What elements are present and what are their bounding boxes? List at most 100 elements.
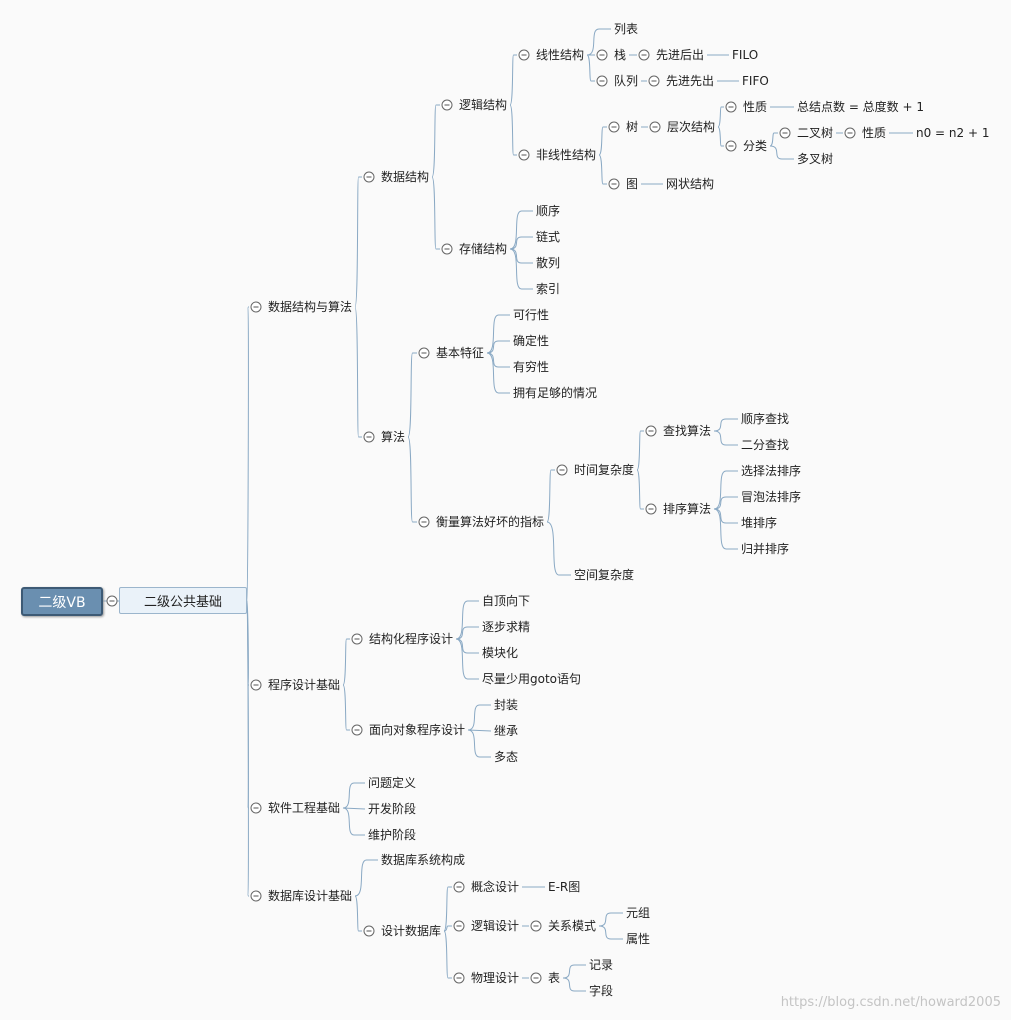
node-index[interactable]: 索引 [536, 282, 561, 296]
node-problem[interactable]: 问题定义 [368, 776, 417, 790]
node-oop[interactable]: 面向对象程序设计 [369, 723, 466, 737]
node-hash[interactable]: 散列 [536, 256, 561, 270]
collapse-toggle-icon[interactable] [453, 920, 465, 932]
node-definite[interactable]: 确定性 [513, 334, 550, 348]
node-measure[interactable]: 衡量算法好坏的指标 [436, 515, 545, 529]
node-prop[interactable]: 性质 [743, 100, 768, 114]
node-formula[interactable]: n0 = n2 + 1 [916, 126, 990, 140]
collapse-toggle-icon[interactable] [645, 425, 657, 437]
node-modular[interactable]: 模块化 [482, 646, 519, 660]
collapse-toggle-icon[interactable] [725, 101, 737, 113]
node-algo[interactable]: 算法 [381, 430, 406, 444]
main-topic-node[interactable]: 二级公共基础 [119, 587, 247, 614]
node-sort[interactable]: 排序算法 [663, 502, 712, 516]
collapse-toggle-icon[interactable] [250, 679, 262, 691]
collapse-toggle-icon[interactable] [418, 347, 430, 359]
node-stack_rule[interactable]: 先进后出 [656, 48, 705, 62]
root-node[interactable]: 二级VB [21, 587, 103, 616]
node-seq[interactable]: 顺序 [536, 204, 561, 218]
node-stack[interactable]: 栈 [614, 48, 627, 62]
node-relation[interactable]: 关系模式 [548, 919, 597, 933]
node-inherit[interactable]: 继承 [494, 724, 519, 738]
collapse-toggle-icon[interactable] [518, 49, 530, 61]
collapse-toggle-icon[interactable] [648, 75, 660, 87]
node-class[interactable]: 分类 [743, 139, 768, 153]
node-space[interactable]: 空间复杂度 [574, 568, 635, 582]
collapse-toggle-icon[interactable] [608, 178, 620, 190]
node-se[interactable]: 软件工程基础 [268, 801, 341, 815]
node-merge[interactable]: 归并排序 [741, 542, 790, 556]
node-binary[interactable]: 二叉树 [797, 126, 834, 140]
node-list[interactable]: 列表 [614, 22, 639, 36]
collapse-toggle-icon[interactable] [779, 127, 791, 139]
collapse-toggle-icon[interactable] [638, 49, 650, 61]
collapse-toggle-icon[interactable] [441, 99, 453, 111]
node-concept[interactable]: 概念设计 [471, 880, 520, 894]
collapse-toggle-icon[interactable] [518, 149, 530, 161]
node-prog[interactable]: 程序设计基础 [268, 678, 341, 692]
node-nonlinear[interactable]: 非线性结构 [536, 148, 597, 162]
node-poly[interactable]: 多态 [494, 750, 519, 764]
node-phys[interactable]: 物理设计 [471, 971, 520, 985]
node-tree[interactable]: 树 [626, 120, 639, 134]
node-encap[interactable]: 封装 [494, 698, 519, 712]
collapse-toggle-icon[interactable] [250, 301, 262, 313]
node-maint[interactable]: 维护阶段 [368, 828, 417, 842]
collapse-toggle-icon[interactable] [250, 802, 262, 814]
node-linear[interactable]: 线性结构 [536, 48, 585, 62]
collapse-toggle-icon[interactable] [844, 127, 856, 139]
collapse-toggle-icon[interactable] [441, 243, 453, 255]
node-graph[interactable]: 图 [626, 177, 639, 191]
collapse-toggle-icon[interactable] [645, 503, 657, 515]
node-total[interactable]: 总结点数 = 总度数 + 1 [797, 100, 925, 114]
node-logicd[interactable]: 逻辑设计 [471, 919, 520, 933]
collapse-toggle-icon[interactable] [556, 464, 568, 476]
node-feasible[interactable]: 可行性 [513, 308, 550, 322]
collapse-toggle-icon[interactable] [351, 724, 363, 736]
collapse-toggle-icon[interactable] [250, 890, 262, 902]
node-record[interactable]: 记录 [589, 958, 614, 972]
node-goto[interactable]: 尽量少用goto语句 [482, 672, 582, 686]
node-field[interactable]: 字段 [589, 984, 614, 998]
node-finite[interactable]: 有穷性 [513, 360, 550, 374]
node-search[interactable]: 查找算法 [663, 424, 712, 438]
node-link[interactable]: 链式 [536, 230, 561, 244]
node-fifo[interactable]: FIFO [742, 74, 769, 88]
collapse-toggle-icon[interactable] [608, 121, 620, 133]
node-time[interactable]: 时间复杂度 [574, 463, 635, 477]
node-struct[interactable]: 结构化程序设计 [369, 632, 454, 646]
collapse-toggle-icon[interactable] [596, 75, 608, 87]
collapse-toggle-icon[interactable] [363, 171, 375, 183]
node-binsearch[interactable]: 二分查找 [741, 438, 790, 452]
node-attr[interactable]: 属性 [626, 932, 651, 946]
collapse-toggle-icon[interactable] [351, 633, 363, 645]
node-bprop[interactable]: 性质 [862, 126, 887, 140]
node-multi[interactable]: 多叉树 [797, 152, 834, 166]
node-dev[interactable]: 开发阶段 [368, 802, 417, 816]
node-net[interactable]: 网状结构 [666, 177, 715, 191]
node-design[interactable]: 设计数据库 [381, 924, 442, 938]
node-dbsys[interactable]: 数据库系统构成 [381, 853, 466, 867]
node-select[interactable]: 选择法排序 [741, 464, 802, 478]
node-hier[interactable]: 层次结构 [667, 120, 716, 134]
collapse-toggle-icon[interactable] [106, 595, 118, 607]
collapse-toggle-icon[interactable] [363, 431, 375, 443]
collapse-toggle-icon[interactable] [453, 881, 465, 893]
node-storage[interactable]: 存储结构 [459, 242, 508, 256]
node-topdown[interactable]: 自顶向下 [482, 594, 531, 608]
collapse-toggle-icon[interactable] [649, 121, 661, 133]
node-table[interactable]: 表 [548, 971, 561, 985]
node-dsa[interactable]: 数据结构与算法 [268, 300, 353, 314]
node-logic[interactable]: 逻辑结构 [459, 98, 508, 112]
node-seqsearch[interactable]: 顺序查找 [741, 412, 790, 426]
collapse-toggle-icon[interactable] [725, 140, 737, 152]
node-queue_rule[interactable]: 先进先出 [666, 74, 715, 88]
node-filo[interactable]: FILO [732, 48, 759, 62]
node-basic[interactable]: 基本特征 [436, 346, 485, 360]
collapse-toggle-icon[interactable] [418, 516, 430, 528]
collapse-toggle-icon[interactable] [530, 920, 542, 932]
node-heap[interactable]: 堆排序 [741, 516, 778, 530]
node-queue[interactable]: 队列 [614, 74, 639, 88]
node-bubble[interactable]: 冒泡法排序 [741, 490, 802, 504]
collapse-toggle-icon[interactable] [596, 49, 608, 61]
